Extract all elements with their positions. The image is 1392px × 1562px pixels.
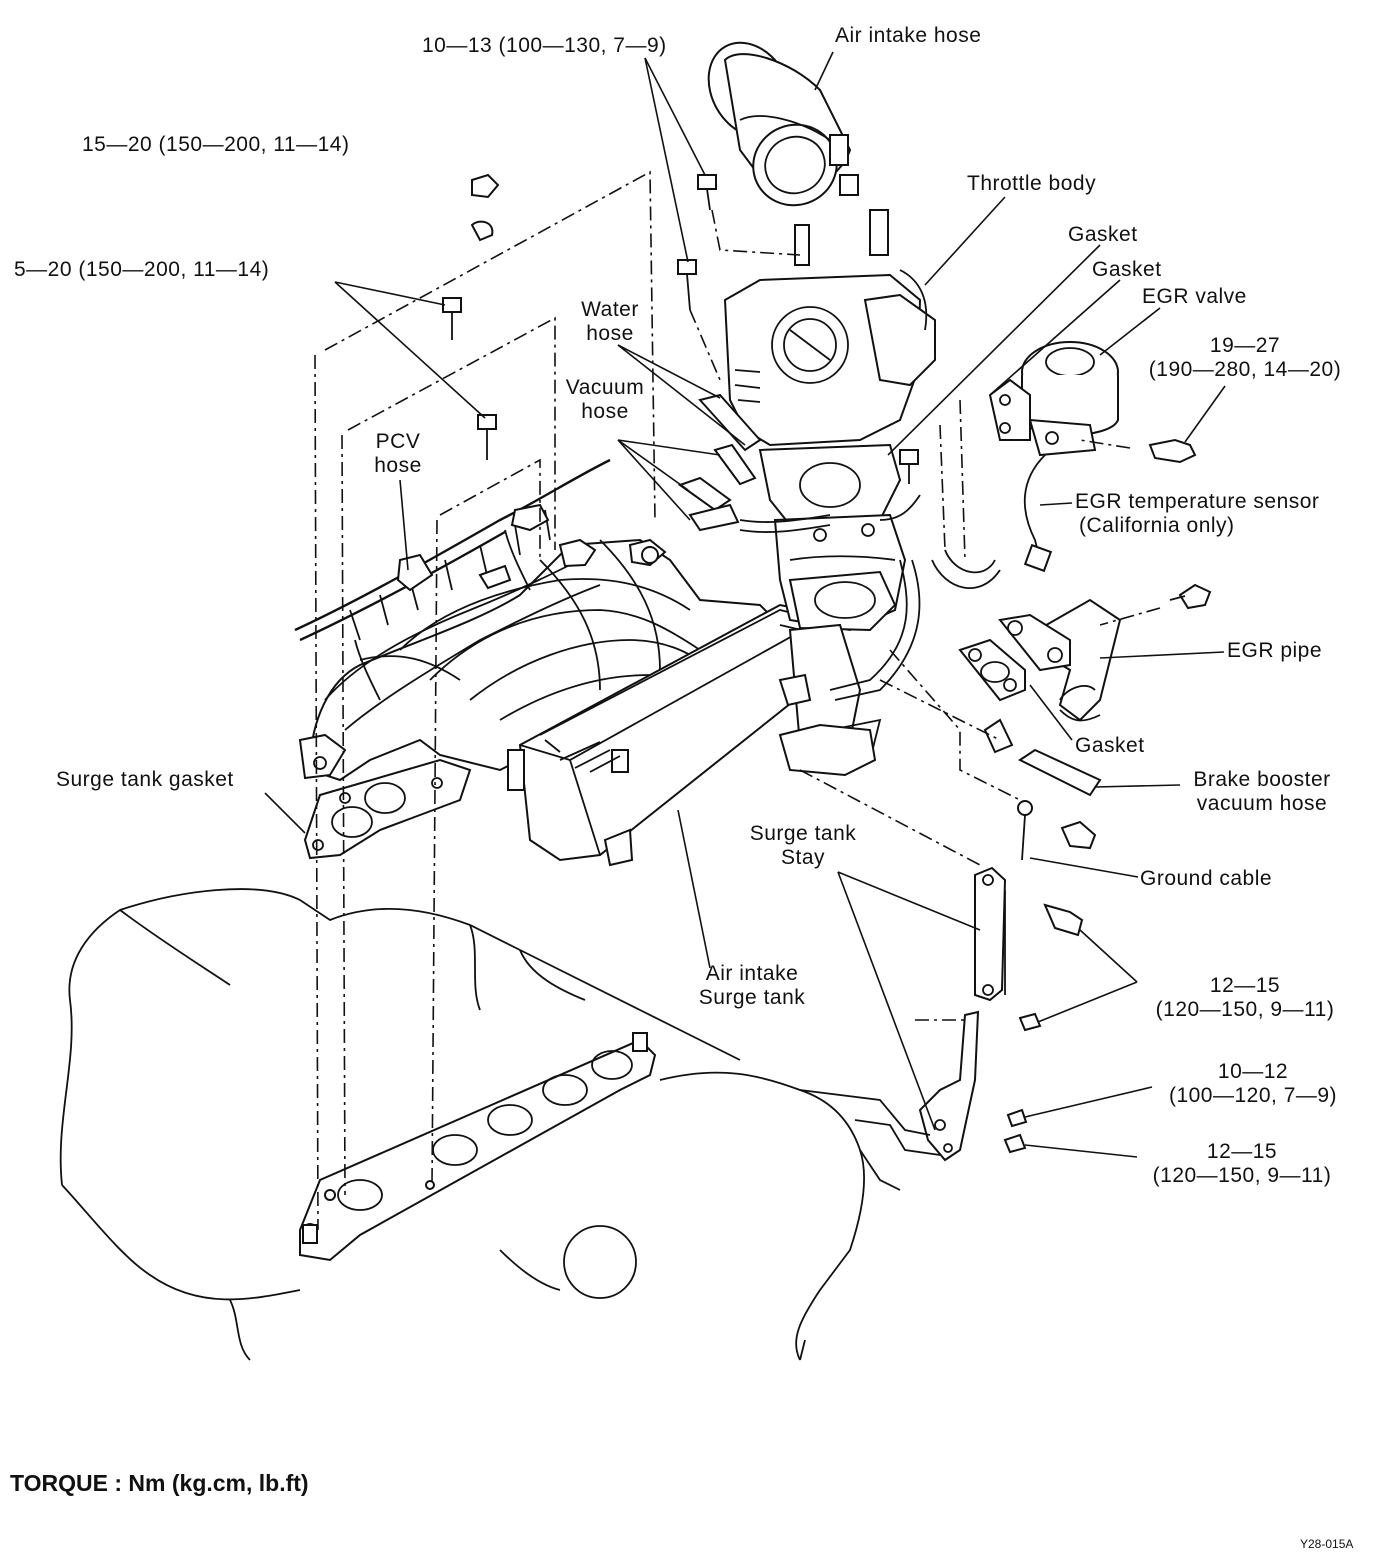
intake-manifold-runners [298, 538, 782, 782]
pcv-hose-assembly [294, 458, 611, 701]
label-brake-booster-vacuum-hose: Brake booster vacuum hose [1180, 768, 1344, 816]
egr-valve [988, 341, 1119, 457]
label-egr-temperature-sensor-line2: (California only) [1079, 514, 1235, 537]
label-torque-stay-upper-line1: 12—15 [1209, 974, 1281, 997]
label-air-intake-surge-tank: Air intake Surge tank [686, 962, 818, 1010]
engine-block-outline [59, 888, 901, 1361]
label-torque-stay-middle: 10—12 (100—120, 7—9) [1148, 1060, 1358, 1108]
label-torque-stay-lower-line2: (120—150, 9—11) [1152, 1164, 1332, 1187]
label-torque-egr-line1: 19—27 [1209, 334, 1281, 357]
label-egr-pipe: EGR pipe [1227, 639, 1323, 662]
label-torque-stay-upper-line2: (120—150, 9—11) [1155, 998, 1335, 1021]
egr-temperature-sensor [1023, 454, 1053, 573]
label-surge-tank-gasket: Surge tank gasket [56, 768, 234, 791]
label-torque-bolt: 5—20 (150—200, 11—14) [14, 258, 270, 281]
label-vacuum-hose-line1: Vacuum [565, 376, 645, 399]
label-torque-nut: 15—20 (150—200, 11—14) [82, 133, 350, 156]
label-torque-stay-lower: 12—15 (120—150, 9—11) [1132, 1140, 1352, 1188]
air-intake-hose [707, 41, 859, 207]
label-torque-stay-upper: 12—15 (120—150, 9—11) [1135, 974, 1355, 1022]
egr-pipe-gasket [958, 638, 1026, 702]
label-torque-egr: 19—27 (190—280, 14—20) [1130, 334, 1360, 382]
label-surge-tank-stay-line1: Surge tank [749, 822, 857, 845]
surge-tank-gasket [303, 758, 472, 860]
torque-units-legend: TORQUE : Nm (kg.cm, lb.ft) [10, 1470, 309, 1496]
label-pcv-hose-line1: PCV [375, 430, 421, 453]
label-egr-temperature-sensor: EGR temperature sensor (California only) [1075, 490, 1319, 538]
label-gasket-throttle: Gasket [1068, 223, 1138, 246]
label-pcv-hose-line2: hose [374, 454, 422, 477]
label-water-hose-line2: hose [586, 322, 634, 345]
label-vacuum-hose-line2: hose [581, 400, 629, 423]
label-torque-stay-middle-line1: 10—12 [1217, 1060, 1289, 1083]
alignment-lines [314, 170, 1161, 1231]
label-brake-booster-line2: vacuum hose [1196, 792, 1328, 815]
label-torque-stay-lower-line1: 12—15 [1206, 1140, 1278, 1163]
label-throttle-body: Throttle body [967, 172, 1097, 195]
intake-plenum-neck [773, 513, 907, 777]
head-intake-flange [299, 1032, 657, 1262]
label-gasket-egr-pipe: Gasket [1075, 734, 1145, 757]
label-water-hose-line1: Water [581, 298, 639, 321]
label-water-hose: Water hose [570, 298, 650, 346]
label-air-intake-surge-line1: Air intake [705, 962, 799, 985]
surge-tank-stay [974, 866, 1007, 1002]
leader-lines [264, 51, 1226, 1158]
label-torque-throttle-bolts: 10—13 (100—130, 7—9) [422, 34, 667, 57]
label-brake-booster-line1: Brake booster [1193, 768, 1331, 791]
label-air-intake-surge-line2: Surge tank [698, 986, 806, 1009]
small-hoses [677, 393, 1102, 797]
egr-pipe [998, 598, 1122, 722]
label-vacuum-hose: Vacuum hose [555, 376, 655, 424]
lower-stay [799, 1010, 980, 1162]
label-air-intake-hose: Air intake hose [835, 24, 982, 47]
figure-code: Y28-015A [1300, 1537, 1354, 1551]
label-egr-temperature-sensor-line1: EGR temperature sensor [1075, 490, 1320, 513]
ground-cable [1017, 800, 1033, 861]
label-ground-cable: Ground cable [1140, 867, 1273, 890]
label-torque-egr-line2: (190—280, 14—20) [1148, 358, 1342, 381]
label-surge-tank-stay-line2: Stay [780, 846, 826, 869]
fasteners [442, 173, 1212, 1154]
throttle-gasket [758, 443, 902, 527]
label-gasket-egr: Gasket [1092, 258, 1162, 281]
label-torque-stay-middle-line2: (100—120, 7—9) [1168, 1084, 1338, 1107]
label-pcv-hose: PCV hose [366, 430, 430, 478]
label-egr-valve: EGR valve [1142, 285, 1247, 308]
label-surge-tank-stay: Surge tank Stay [738, 822, 868, 870]
throttle-body [723, 209, 936, 447]
